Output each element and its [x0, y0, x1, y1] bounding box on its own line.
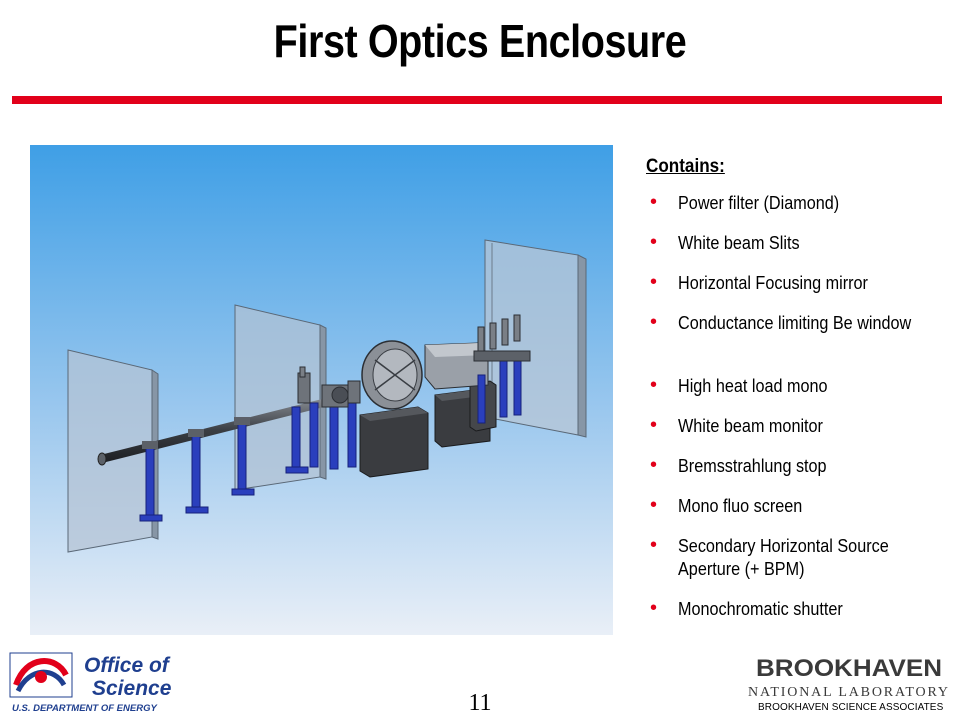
bullet-icon: •: [650, 534, 658, 556]
page-number: 11: [468, 690, 492, 716]
list-item: •Mono fluo screen: [650, 494, 803, 516]
list-item: •Horizontal Focusing mirror: [650, 271, 868, 293]
bullet-icon: •: [650, 271, 658, 293]
list-item: •Monochromatic shutter: [650, 597, 843, 619]
bullet-icon: •: [650, 191, 658, 213]
brookhaven-logo: BROOKHAVEN NATIONAL LABORATORY: [742, 652, 954, 702]
bullet-icon: •: [650, 231, 658, 253]
office-logo-line1: Office of: [84, 654, 171, 677]
bullet-icon: •: [650, 311, 658, 333]
bullet-icon: •: [650, 454, 658, 476]
bnl-logo-line1: BROOKHAVEN: [756, 655, 942, 682]
bnl-logo-line2: NATIONAL LABORATORY: [748, 685, 948, 700]
list-item: •White beam Slits: [650, 231, 800, 253]
list-item: •Bremsstrahlung stop: [650, 454, 827, 476]
bullet-icon: •: [650, 374, 658, 396]
bullet-icon: •: [650, 597, 658, 619]
bullet-icon: •: [650, 414, 658, 436]
doe-emblem-icon: [9, 652, 73, 698]
list-item: •White beam monitor: [650, 414, 823, 436]
office-logo-line2: Science: [92, 677, 172, 700]
office-of-science-logo: Office of Science U.S. DEPARTMENT OF ENE…: [6, 645, 206, 715]
list-item: •High heat load mono: [650, 374, 828, 396]
bullet-icon: •: [650, 494, 658, 516]
list-item: •Secondary Horizontal Source Aperture (+…: [650, 534, 889, 579]
list-item: •Conductance limiting Be window: [650, 311, 912, 333]
associates-label: BROOKHAVEN SCIENCE ASSOCIATES: [758, 702, 944, 713]
beamline-rendering: [30, 145, 613, 635]
office-logo-sub: U.S. DEPARTMENT OF ENERGY: [12, 703, 158, 714]
title-divider: [12, 96, 942, 104]
contains-heading: Contains:: [646, 156, 725, 177]
slide-title: First Optics Enclosure: [273, 15, 687, 67]
contents-list: •Power filter (Diamond) •White beam Slit…: [646, 192, 956, 622]
list-item: •Power filter (Diamond): [650, 191, 840, 213]
